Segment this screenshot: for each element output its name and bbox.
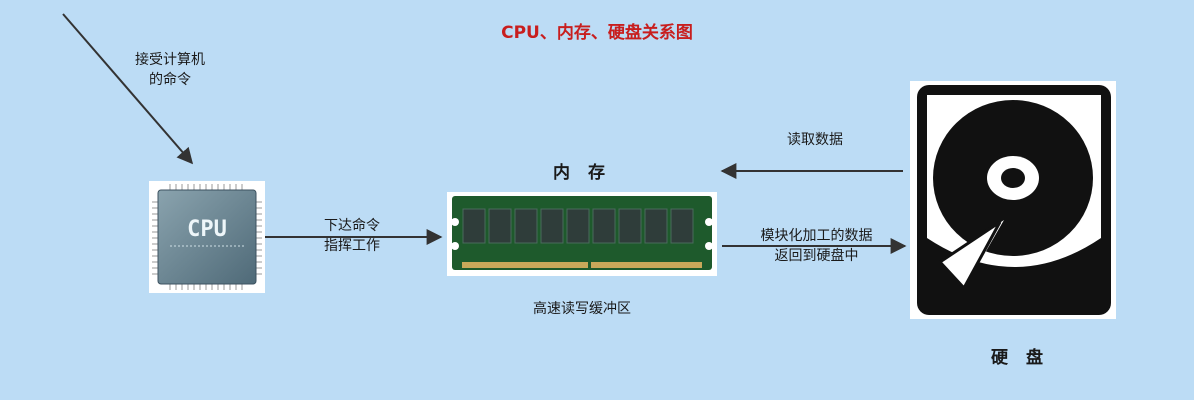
label-receive-command: 接受计算机 的命令 — [110, 50, 230, 90]
label-receive-line2: 的命令 — [149, 72, 191, 88]
label-receive-line1: 接受计算机 — [135, 52, 205, 68]
cpu-chip: CPU — [149, 181, 265, 293]
memory-module — [447, 192, 717, 276]
label-issue-command: 下达命令 指挥工作 — [292, 216, 412, 256]
hard-disk — [910, 81, 1116, 319]
disk-title: 硬 盘 — [991, 348, 1049, 368]
label-return-line1: 模块化加工的数据 — [760, 228, 873, 244]
arrow-command-in — [62, 13, 194, 165]
diagram-title: CPU、内存、硬盘关系图 — [501, 23, 693, 43]
label-return-data: 模块化加工的数据 返回到硬盘中 — [724, 226, 909, 266]
label-issue-line2: 指挥工作 — [324, 238, 380, 254]
label-issue-line1: 下达命令 — [324, 218, 380, 234]
label-return-line2: 返回到硬盘中 — [774, 248, 859, 264]
memory-description: 高速读写缓冲区 — [533, 301, 631, 317]
cpu-chip-label: CPU — [187, 217, 227, 242]
label-read-data: 读取数据 — [787, 132, 843, 148]
memory-title: 内 存 — [553, 163, 611, 183]
